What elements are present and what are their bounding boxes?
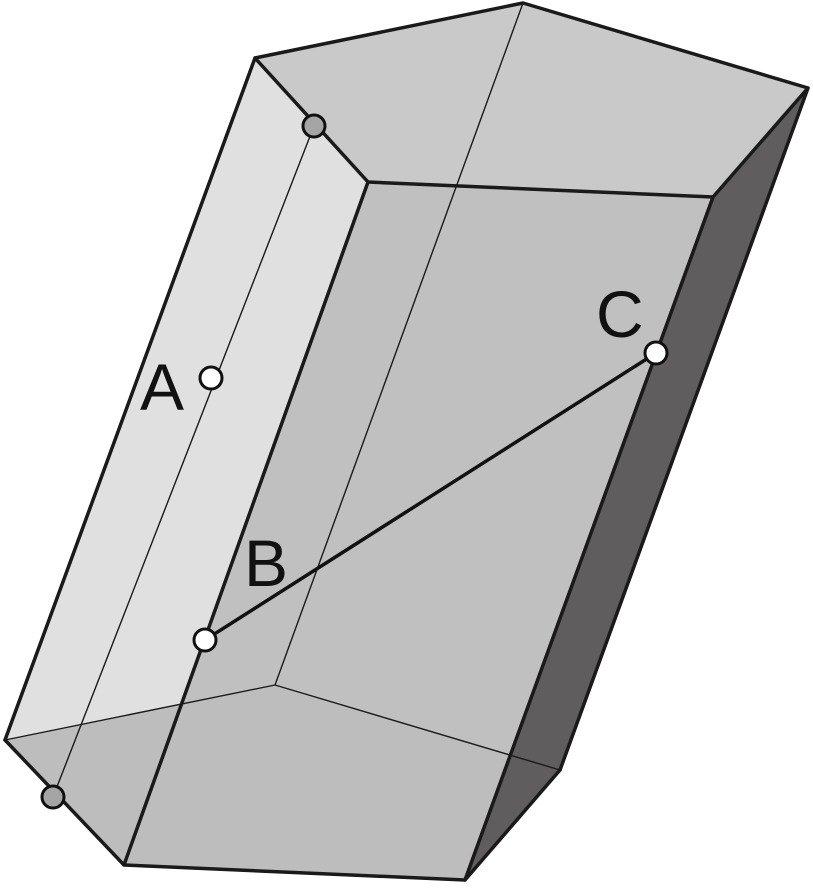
point-bottom-edge bbox=[40, 784, 66, 810]
top-face-outline bbox=[253, 1, 810, 199]
edge-back-right bbox=[558, 86, 810, 772]
bottom-face bbox=[5, 685, 560, 880]
edge-left-outer bbox=[3, 56, 257, 742]
dark-side-face bbox=[465, 88, 808, 880]
hidden-edge-bottom-right bbox=[274, 684, 561, 771]
point-b bbox=[192, 627, 218, 653]
label-c: C bbox=[596, 277, 644, 351]
point-top-edge bbox=[301, 113, 327, 139]
edge-front-left bbox=[122, 180, 370, 867]
face-line-through-a bbox=[52, 125, 315, 798]
edge-front-right bbox=[463, 195, 715, 882]
segment-bc bbox=[203, 351, 658, 642]
hidden-edge-vertical bbox=[274, 2, 524, 686]
point-a bbox=[198, 365, 224, 391]
bottom-outline bbox=[3, 738, 562, 882]
label-b: B bbox=[244, 526, 288, 600]
point-c bbox=[643, 340, 669, 366]
label-a: A bbox=[140, 350, 184, 424]
top-face bbox=[255, 3, 808, 197]
hidden-edge-bottom-left bbox=[4, 684, 276, 741]
left-face bbox=[5, 58, 368, 865]
